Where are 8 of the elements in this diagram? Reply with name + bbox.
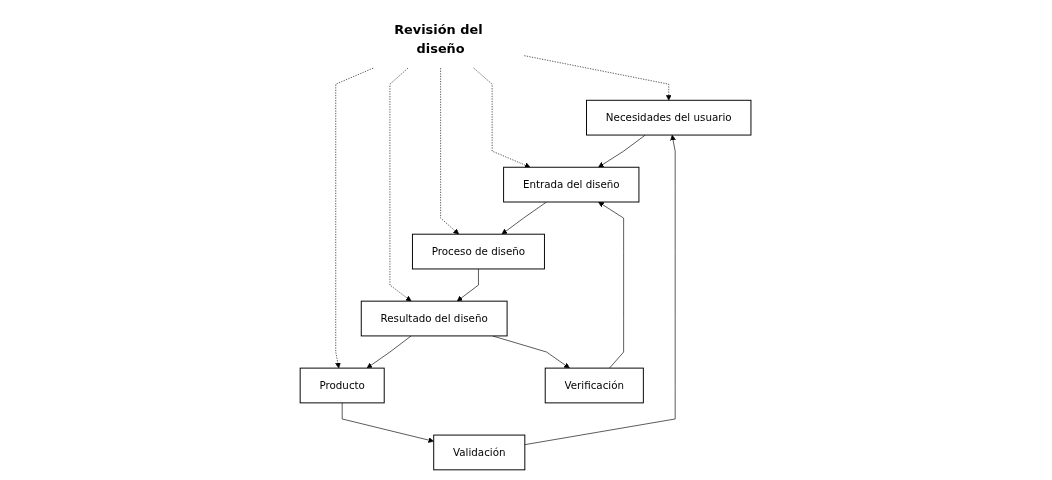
node-box: Proceso de diseño	[412, 233, 546, 270]
node-text: Revisión del diseño	[394, 21, 483, 57]
node-box: Validación	[433, 434, 526, 471]
node-box: Producto	[300, 367, 386, 404]
node-box: Resultado del diseño	[361, 300, 508, 337]
node-box: Verificación	[545, 367, 645, 404]
node-box: Necesidades del usuario	[586, 99, 752, 136]
node-box: Entrada del diseño	[503, 166, 640, 203]
